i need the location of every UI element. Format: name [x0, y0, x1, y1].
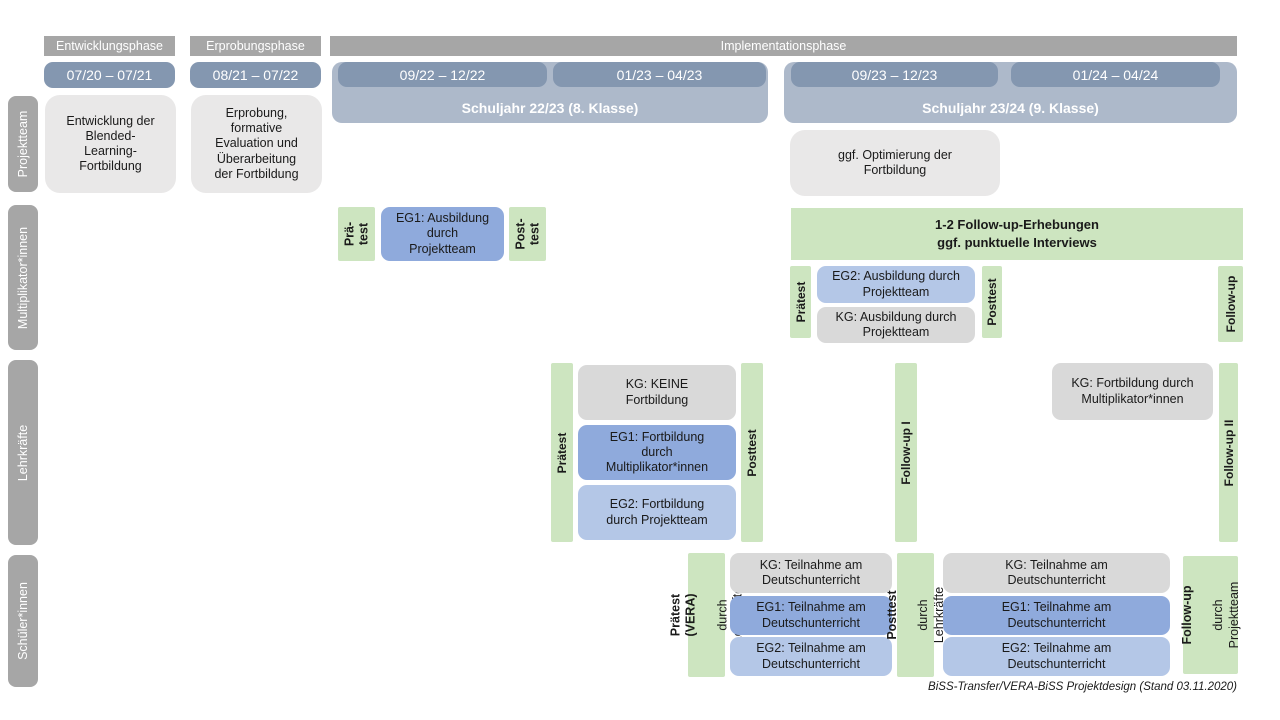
phase-bar-implementationsphase: Implementationsphase — [330, 36, 1237, 56]
praetest-vera-title: Prätest (VERA) — [667, 593, 698, 637]
box-eg1-deutschunterricht-rechts: EG1: Teilnahme am Deutschunterricht — [943, 596, 1170, 635]
box-eg2-deutschunterricht-rechts: EG2: Teilnahme am Deutschunterricht — [943, 637, 1170, 676]
period-bar-0821-0722: 08/21 – 07/22 — [190, 62, 321, 88]
school-year-label: Schuljahr 22/23 (8. Klasse) — [461, 100, 639, 116]
praetest-multiplikatoren-bar: Prä- test — [338, 207, 375, 261]
period-bar-0720-0721: 07/20 – 07/21 — [44, 62, 175, 88]
posttest-schueler-bar: Posttest durch Lehrkräfte — [884, 553, 945, 677]
followup-1-lehrkraefte-bar: Follow-up I — [895, 363, 917, 542]
row-label-multiplikatorinnen: Multiplikator*innen — [8, 205, 38, 350]
followup-schueler-bar: Follow-up durch Projektteam — [1179, 556, 1240, 674]
posttest-lehrkraefte-bar: Posttest — [741, 363, 763, 542]
box-erprobung-evaluation: Erprobung, formative Evaluation und Über… — [191, 95, 322, 193]
period-bar-0923-1223: 09/23 – 12/23 — [791, 62, 998, 87]
followup-2-lehrkraefte-bar: Follow-up II — [1219, 363, 1238, 542]
box-eg2-fortbildung-projektteam: EG2: Fortbildung durch Projektteam — [578, 485, 736, 540]
box-kg-keine-fortbildung: KG: KEINE Fortbildung — [578, 365, 736, 420]
box-eg1-deutschunterricht-links: EG1: Teilnahme am Deutschunterricht — [730, 596, 892, 635]
posttest-multiplikatoren-2-bar: Posttest — [982, 266, 1002, 338]
praetest-lehrkraefte-bar: Prätest — [551, 363, 573, 542]
period-bar-0922-1222: 09/22 – 12/22 — [338, 62, 547, 87]
row-label-schuelerinnen: Schüler*innen — [8, 555, 38, 687]
phase-bar-erprobungsphase: Erprobungsphase — [190, 36, 321, 56]
box-eg2-deutschunterricht-links: EG2: Teilnahme am Deutschunterricht — [730, 637, 892, 676]
box-optimierung-fortbildung: ggf. Optimierung der Fortbildung — [790, 130, 1000, 196]
box-entwicklung-fortbildung: Entwicklung der Blended- Learning- Fortb… — [45, 95, 176, 193]
school-year-label: Schuljahr 23/24 (9. Klasse) — [922, 100, 1099, 116]
followup-title: Follow-up — [1179, 585, 1194, 645]
praetest-vera-schueler-bar: Prätest (VERA) durch Lehrkräfte — [667, 553, 744, 677]
period-bar-0123-0423: 01/23 – 04/23 — [553, 62, 766, 87]
row-label-lehrkraefte: Lehrkräfte — [8, 360, 38, 545]
posttest-multiplikatoren-bar: Post- test — [509, 207, 546, 261]
box-kg-ausbildung-projektteam: KG: Ausbildung durch Projektteam — [817, 307, 975, 343]
followup-multiplikatoren-bar: Follow-up — [1218, 266, 1243, 342]
diagram-caption: BiSS-Transfer/VERA-BiSS Projektdesign (S… — [928, 681, 1237, 693]
praetest-multiplikatoren-2-bar: Prätest — [790, 266, 811, 338]
box-eg2-ausbildung-projektteam: EG2: Ausbildung durch Projektteam — [817, 266, 975, 303]
phase-bar-entwicklungsphase: Entwicklungsphase — [44, 36, 175, 56]
followup-sub: durch Projektteam — [1210, 581, 1241, 649]
row-label-projektteam: Projektteam — [8, 96, 38, 192]
box-eg1-ausbildung-projektteam: EG1: Ausbildung durch Projektteam — [381, 207, 504, 261]
period-bar-0124-0424: 01/24 – 04/24 — [1011, 62, 1220, 87]
box-kg-deutschunterricht-rechts: KG: Teilnahme am Deutschunterricht — [943, 553, 1170, 593]
box-kg-deutschunterricht-links: KG: Teilnahme am Deutschunterricht — [730, 553, 892, 593]
box-kg-fortbildung-multiplikatoren: KG: Fortbildung durch Multiplikator*inne… — [1052, 363, 1213, 420]
box-eg1-fortbildung-multiplikatoren: EG1: Fortbildung durch Multiplikator*inn… — [578, 425, 736, 480]
posttest-title: Posttest — [884, 590, 899, 640]
followup-erhebungen-bar: 1-2 Follow-up-Erhebungen ggf. punktuelle… — [791, 208, 1243, 260]
